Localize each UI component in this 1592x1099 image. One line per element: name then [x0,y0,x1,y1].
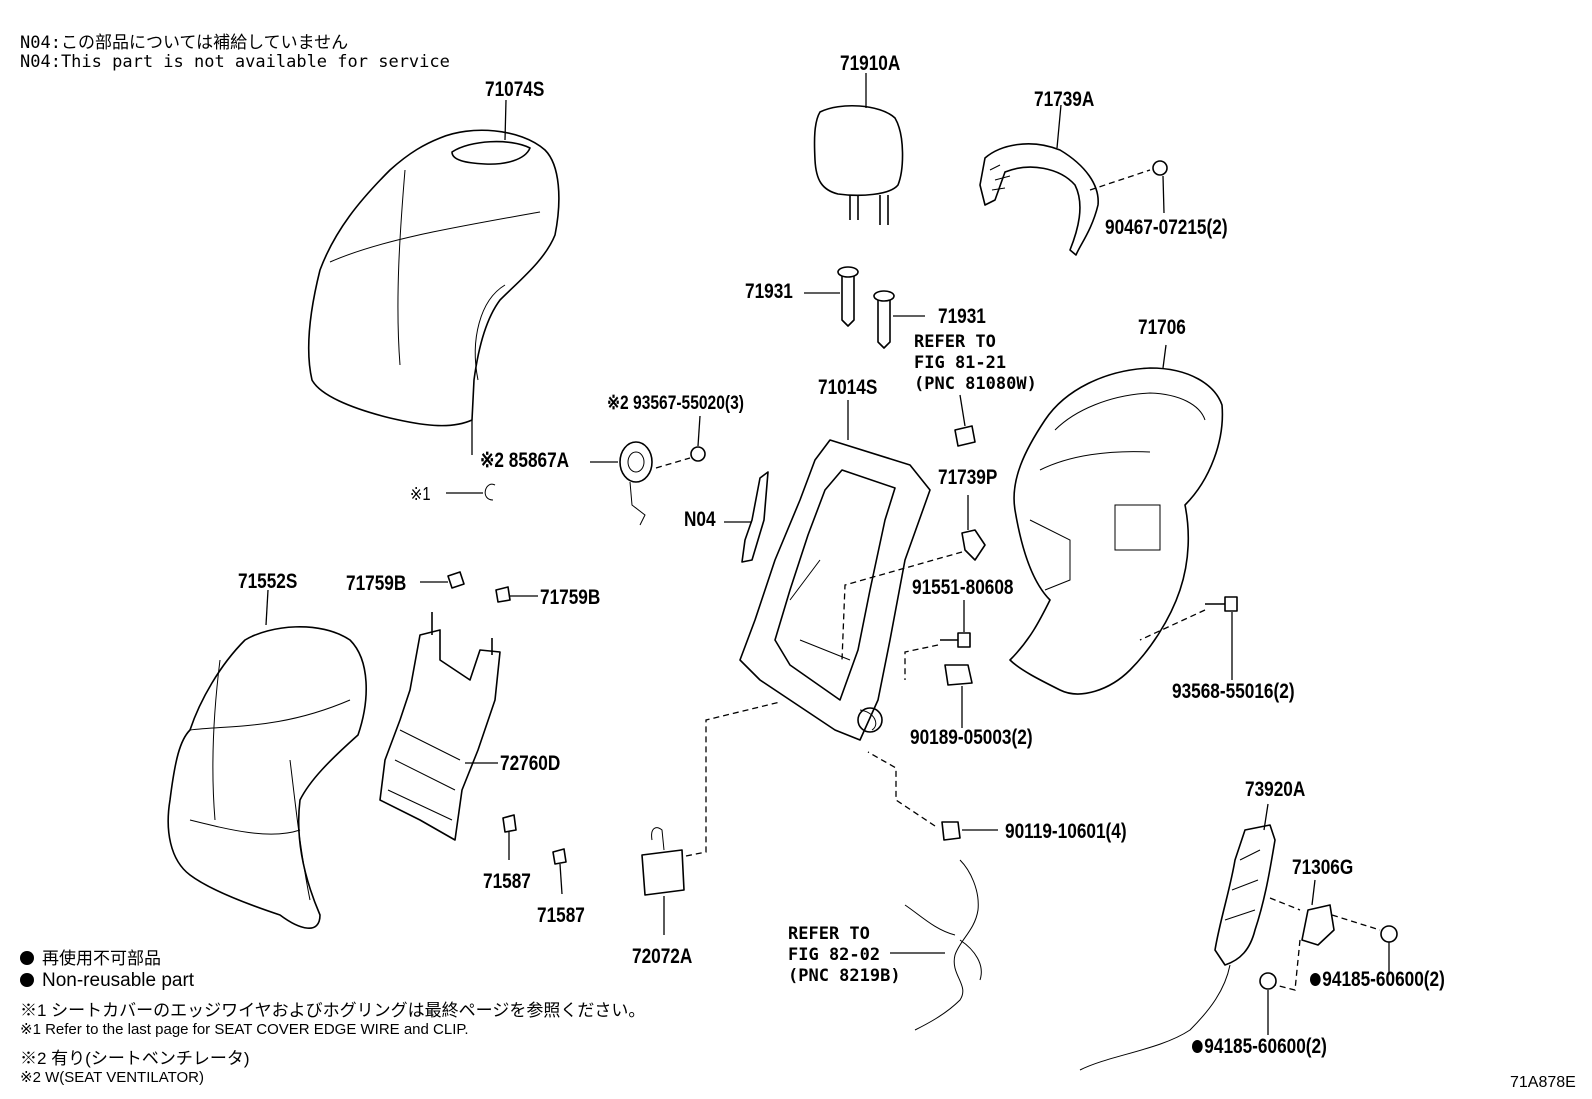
side-cover-drawing [1079,824,1276,1071]
figure-id: 71A878E [1510,1074,1576,1091]
part-label-71074s: 71074S [485,78,545,101]
refer-line: (PNC 81080W) [914,374,1037,394]
part-label-n04: N04 [684,508,716,531]
headrest-guide-drawing [837,266,895,349]
refer-line: REFER TO [914,332,996,352]
seat-back-frame-drawing [739,439,931,741]
part-label-71931-left: 71931 [745,280,793,303]
part-label-93567: ※2 93567-55020(3) [607,393,744,414]
legend-nonreusable-en: Non-reusable part [20,970,194,992]
part-number: 94185-60600(2) [1322,968,1445,991]
part-label-71587-right: 71587 [537,904,585,927]
part-label-90119: 90119-10601(4) [1005,820,1127,843]
seat-heater-mat-drawing [379,612,501,841]
part-label-71739a: 71739A [1034,88,1095,111]
clip-71739p-drawing [961,529,986,561]
part-label-73920a: 73920A [1245,778,1306,801]
part-label-71587-left: 71587 [483,870,531,893]
legend-text: 再使用不可部品 [42,949,161,968]
refer-line: FIG 81-21 [914,353,1007,373]
legend-nonreusable-jp: 再使用不可部品 [20,944,161,969]
refer-line: REFER TO [788,924,870,944]
part-label-93568: 93568-55016(2) [1172,680,1295,703]
legend-ref2-jp: ※2 有り(シートベンチレータ) [20,1049,250,1068]
part-label-71014s: 71014S [818,376,878,399]
non-reusable-dot-icon [20,951,34,965]
upper-trim-drawing [979,143,1099,256]
refer-line: (PNC 8219B) [788,966,901,986]
non-reusable-dot-icon [20,973,34,987]
part-label-71706: 71706 [1138,316,1186,339]
part-label-71931-right: 71931 [938,305,986,328]
part-label-71552s: 71552S [238,570,298,593]
seat-ventilator-fan-drawing [619,441,653,526]
legend-text: Non-reusable part [42,970,195,991]
part-label-72072a: 72072A [632,945,693,968]
refer-fig-81-21: REFER TO FIG 81-21 (PNC 81080W) [914,332,1037,395]
part-label-91551: 91551-80608 [912,576,1014,599]
part-label-71910a: 71910A [840,52,901,75]
part-label-71759b-left: 71759B [346,572,407,595]
part-label-90467: 90467-07215(2) [1105,216,1228,239]
part-label-85867a: ※2 85867A [480,449,570,472]
part-label-71306g: 71306G [1292,856,1354,879]
part-label-71739p: 71739P [938,466,998,489]
refer-line: FIG 82-02 [788,945,881,965]
legend-ref1-en: ※1 Refer to the last page for SEAT COVER… [20,1021,469,1038]
part-label-94185-upper: 94185-60600(2) [1310,968,1445,992]
part-label-90189: 90189-05003(2) [910,726,1033,749]
non-reusable-dot-icon [1310,973,1321,986]
n04-note-en: N04:This part is not available for servi… [20,52,450,72]
n04-bracket-drawing [741,471,769,563]
wire-harness-drawing [904,859,982,1031]
non-reusable-dot-icon [1192,1040,1203,1053]
seat-back-board-drawing [1009,367,1224,695]
n04-note-jp: N04:この部品については補給していません [20,33,349,53]
legend-ref2-en: ※2 W(SEAT VENTILATOR) [20,1069,204,1086]
legend-ref1-jp: ※1 シートカバーのエッジワイヤおよびホグリングは最終ページを参照ください。 [20,1001,646,1020]
part-label-71759b-right: 71759B [540,586,601,609]
seat-back-pad-drawing [167,626,367,929]
mark-1: ※1 [410,484,431,504]
refer-fig-82-02: REFER TO FIG 82-02 (PNC 8219B) [788,924,901,987]
seat-back-cover-drawing [307,129,560,455]
part-label-72760d: 72760D [500,752,561,775]
headrest-drawing [813,104,904,225]
part-label-94185-lower: 94185-60600(2) [1192,1035,1327,1059]
part-number: 94185-60600(2) [1204,1035,1327,1058]
control-module-drawing [641,827,685,896]
